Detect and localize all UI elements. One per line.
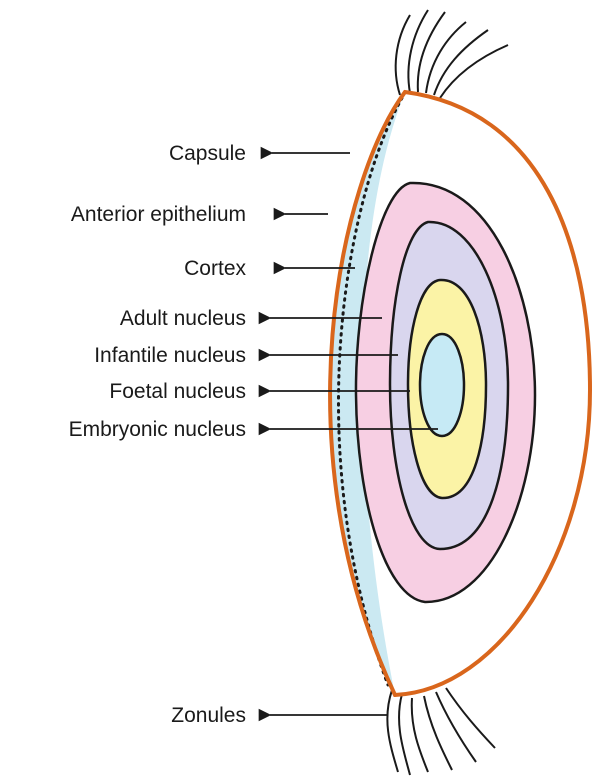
capsule-outline (328, 89, 593, 698)
capsule-label: Capsule (169, 142, 246, 165)
zonules-label: Zonules (171, 704, 246, 727)
adult-nucleus-label: Adult nucleus (120, 307, 246, 330)
zonules-top (394, 9, 509, 99)
anterior-epithelium-label: Anterior epithelium (71, 203, 246, 226)
infantile-nucleus-label: Infantile nucleus (94, 344, 246, 367)
anterior-epithelium-dots (336, 96, 404, 687)
cortex-label: Cortex (184, 257, 246, 280)
zonules-bottom (386, 687, 496, 776)
embryonic-nucleus-label: Embryonic nucleus (69, 418, 246, 441)
foetal-nucleus-label: Foetal nucleus (109, 380, 246, 403)
leader-lines (258, 146, 438, 722)
embryonic-nucleus-layer (418, 332, 466, 438)
